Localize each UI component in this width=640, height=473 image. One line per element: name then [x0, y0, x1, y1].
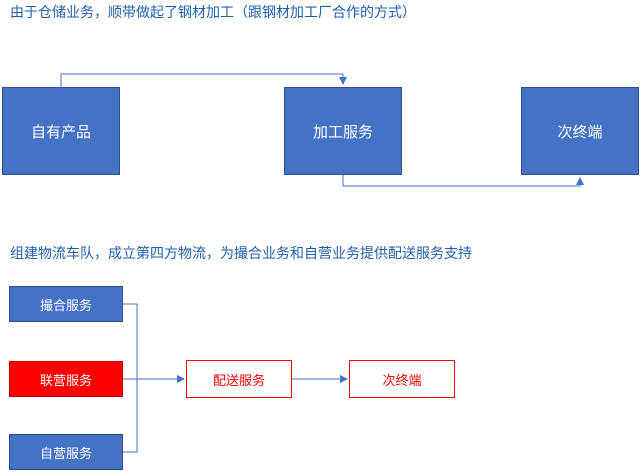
connector-matching-bracket [123, 303, 138, 453]
own-product-node[interactable]: 自有产品 [2, 87, 120, 175]
joint-service-node[interactable]: 联营服务 [9, 361, 123, 397]
section1-caption: 由于仓储业务，顺带做起了钢材加工（跟钢材加工厂合作的方式） [10, 5, 416, 21]
section2-caption: 组建物流车队，成立第四方物流，为撮合业务和自营业务提供配送服务支持 [10, 246, 472, 262]
connector-own-to-processing [60, 73, 347, 87]
delivery-service-node[interactable]: 配送服务 [186, 360, 292, 398]
self-operated-service-node[interactable]: 自营服务 [9, 434, 123, 470]
end-terminal-node[interactable]: 次终端 [521, 87, 639, 175]
end-terminal-node-2[interactable]: 次终端 [349, 360, 455, 398]
connector-processing-to-terminal [342, 175, 584, 187]
matching-service-node[interactable]: 撮合服务 [9, 286, 123, 322]
processing-service-node[interactable]: 加工服务 [284, 87, 402, 175]
